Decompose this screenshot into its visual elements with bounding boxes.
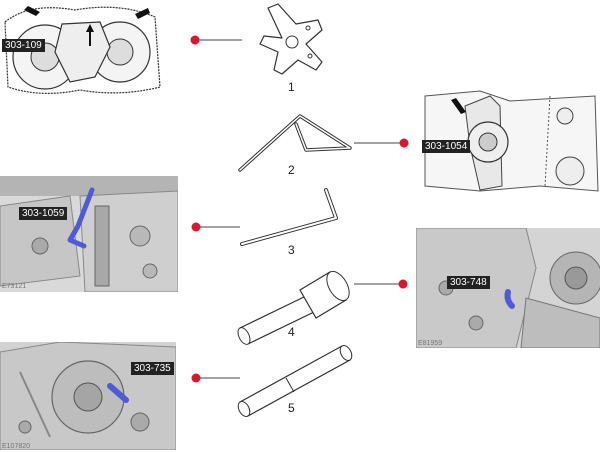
marker-dot-4 xyxy=(398,279,408,289)
callout-303-109: 303-109 xyxy=(2,39,45,52)
tool-number-1: 1 xyxy=(288,80,295,94)
photo-engine-front xyxy=(420,86,600,196)
tool-4-stepped-pin xyxy=(237,270,350,345)
callout-303-735: 303-735 xyxy=(131,362,174,375)
tool-3-bent-rod xyxy=(240,188,338,246)
tool-number-2: 2 xyxy=(288,163,295,177)
callout-303-748: 303-748 xyxy=(447,276,490,289)
marker-dot-2 xyxy=(399,138,409,148)
figure-code-e81959: E81959 xyxy=(418,340,443,347)
tool-number-3: 3 xyxy=(288,243,295,257)
marker-dot-1 xyxy=(190,35,200,45)
figure-code-e107820: E107820 xyxy=(2,443,31,450)
callout-303-1059: 303-1059 xyxy=(19,207,68,220)
figure-code-e73121: E73121 xyxy=(2,283,27,290)
marker-dot-3 xyxy=(191,222,201,232)
tool-5-long-pin xyxy=(237,345,353,417)
callout-303-1054: 303-1054 xyxy=(422,140,471,153)
photo-timing-pin xyxy=(0,342,176,450)
tool-number-4: 4 xyxy=(288,325,295,339)
photo-camshaft-gears xyxy=(0,2,165,102)
tool-1-camshaft-alignment-plate xyxy=(259,3,323,75)
tool-2-triangular-wire-tool xyxy=(238,114,352,172)
marker-dot-5 xyxy=(191,373,201,383)
tool-number-5: 5 xyxy=(288,401,295,415)
